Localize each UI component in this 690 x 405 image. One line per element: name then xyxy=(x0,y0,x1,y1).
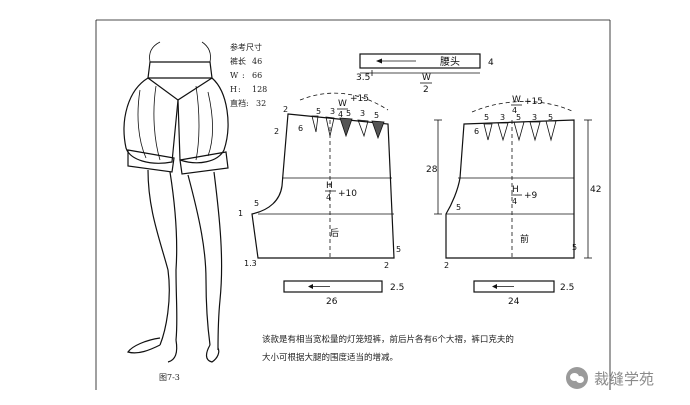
front-right-side: 5 xyxy=(572,243,577,252)
back-pleat-3: 5 xyxy=(346,109,351,118)
back-hem-left: 1.3 xyxy=(244,259,257,268)
front-top-add: +15 xyxy=(524,97,543,107)
reference-title: 参考尺寸 xyxy=(230,42,262,52)
front-pleat-2: 3 xyxy=(500,113,505,122)
back-cuff-width: 2.5 xyxy=(390,283,404,293)
front-pleat-3: 5 xyxy=(516,113,521,122)
garment-illustration xyxy=(123,41,229,363)
front-cuff-length: 24 xyxy=(508,297,520,307)
svg-text::: : xyxy=(238,85,241,94)
waistband-extension: 3.5 xyxy=(356,73,370,83)
front-cuff: 2.5 24 xyxy=(473,280,574,307)
wechat-icon xyxy=(566,367,588,389)
back-hem-right: 2 xyxy=(384,261,389,270)
caption-line-1: 该款是有相当宽松量的灯笼短裤，前后片各有6个大褶，裤口克夫的 xyxy=(262,334,514,345)
waistband-den: 2 xyxy=(423,85,429,95)
back-pleat-2: 3 xyxy=(330,107,335,116)
ref-hip-label: H xyxy=(230,85,237,94)
front-length: 42 xyxy=(590,185,601,195)
front-pleat-4: 3 xyxy=(532,113,537,122)
reference-sizes: 参考尺寸 裤长 : 46 W : 66 H : 128 直裆 : 32 xyxy=(230,42,267,108)
back-top-w: W xyxy=(338,99,347,109)
ref-rise-value: 32 xyxy=(256,99,266,108)
front-hip-add: +9 xyxy=(524,191,538,201)
back-top-den: 4 xyxy=(338,110,343,119)
back-pleat-4: 3 xyxy=(360,109,365,118)
watermark-text: 裁缝学苑 xyxy=(594,369,655,388)
caption-line-2: 大小可根据大腿的围度适当的增减。 xyxy=(262,352,398,363)
waistband-width: 4 xyxy=(488,58,494,68)
front-crotch: 5 xyxy=(456,203,461,212)
front-pleat-1: 5 xyxy=(484,113,489,122)
front-rise: 28 xyxy=(426,165,438,175)
back-hip-h: H xyxy=(326,181,333,191)
front-cuff-width: 2.5 xyxy=(560,283,574,293)
svg-text::: : xyxy=(246,99,249,108)
ref-waist-label: W xyxy=(230,71,239,80)
ref-length-label: 裤长 xyxy=(230,56,246,66)
back-crotch: 5 xyxy=(254,199,259,208)
back-hip-den: 4 xyxy=(326,193,331,202)
ref-waist-value: 66 xyxy=(252,71,262,80)
front-hip-den: 4 xyxy=(512,197,517,206)
svg-text::: : xyxy=(242,71,245,80)
ref-hip-value: 128 xyxy=(252,85,267,94)
waistband-piece: 腰头 4 3.5 W 2 xyxy=(356,53,494,95)
ref-length-value: 46 xyxy=(252,57,262,66)
front-hem-left: 2 xyxy=(444,261,449,270)
back-pleat-5: 5 xyxy=(374,111,379,120)
back-piece: W 4 +15 5 3 5 3 5 2 2 6 H 4 +10 5 1 后 1.… xyxy=(238,92,401,270)
ref-rise-label: 直裆 xyxy=(230,98,246,108)
back-dart-left: 6 xyxy=(298,124,303,133)
back-left-second: 2 xyxy=(274,127,279,136)
front-pleat-5: 5 xyxy=(548,113,553,122)
svg-text::: : xyxy=(238,57,241,66)
front-top-den: 4 xyxy=(512,106,517,115)
back-label: 后 xyxy=(330,228,339,239)
back-right-side: 5 xyxy=(396,245,401,254)
front-label: 前 xyxy=(520,233,529,245)
figure-label: 图7-3 xyxy=(159,373,180,382)
waistband-w: W xyxy=(422,73,431,83)
front-top-w: W xyxy=(512,95,521,105)
front-dart-left: 6 xyxy=(474,127,479,136)
back-hip-add: +10 xyxy=(338,189,357,199)
front-hip-h: H xyxy=(512,185,519,195)
back-cuff-length: 26 xyxy=(326,297,338,307)
waistband-label: 腰头 xyxy=(440,56,460,68)
back-pleat-1: 5 xyxy=(316,107,321,116)
back-left-top: 2 xyxy=(283,105,288,114)
back-top-add: +15 xyxy=(350,94,369,104)
front-piece: W 4 +15 5 3 5 3 5 6 28 42 H 4 +9 5 前 2 5 xyxy=(426,95,601,270)
back-cuff: 2.5 26 xyxy=(283,280,404,307)
watermark: 裁缝学苑 xyxy=(566,365,684,391)
back-side-left: 1 xyxy=(238,209,243,218)
